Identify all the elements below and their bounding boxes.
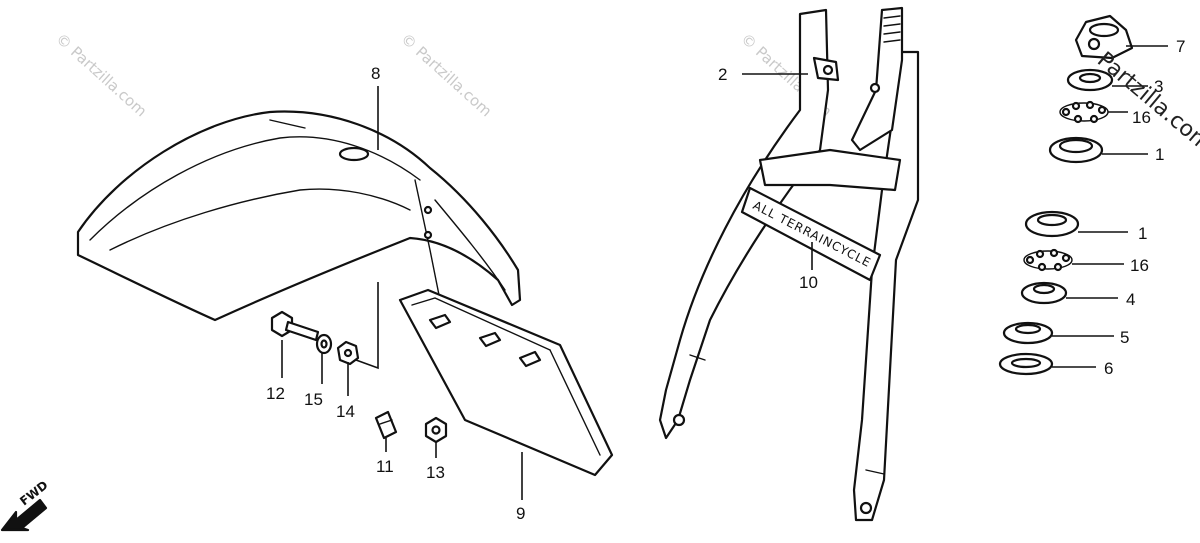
callout-1-upper: 1 [1155,145,1164,164]
callout-14: 14 [336,402,355,421]
callout-11: 11 [376,457,394,476]
watermark-1: © Partzilla.com [52,30,150,121]
washer-part-15 [315,333,333,355]
callout-1-lower: 1 [1138,224,1147,243]
callout-7: 7 [1176,37,1185,56]
callout-8: 8 [371,64,380,83]
watermark-overlay: Partzilla.com [1092,47,1200,157]
callout-5: 5 [1120,328,1129,347]
callout-15: 15 [304,390,323,409]
fwd-arrow-icon [0,498,48,532]
bolt-part-12 [270,310,320,342]
clip-part-11 [374,410,398,440]
callout-3: 3 [1154,77,1163,96]
callout-10: 10 [799,273,818,292]
watermark-2: © Partzilla.com [397,30,495,121]
lower-bearing-stack [998,210,1080,376]
callout-labels: 8 12 15 14 11 13 9 2 10 7 3 16 1 1 16 4 … [266,37,1185,523]
callout-9: 9 [516,504,525,523]
fwd-indicator: FWD [0,478,51,532]
number-plate [398,288,614,477]
nut-part-13 [424,416,448,444]
callout-2: 2 [718,65,727,84]
front-fender [76,110,522,322]
nut-part-14 [336,340,360,366]
callout-13: 13 [426,463,445,482]
leader-lines [281,45,1168,500]
callout-4: 4 [1126,290,1135,309]
callout-6: 6 [1104,359,1113,378]
callout-16-upper: 16 [1132,108,1151,127]
callout-12: 12 [266,384,285,403]
callout-16-lower: 16 [1130,256,1149,275]
front-fork [658,6,920,522]
upper-bearing-stack [1048,14,1134,164]
